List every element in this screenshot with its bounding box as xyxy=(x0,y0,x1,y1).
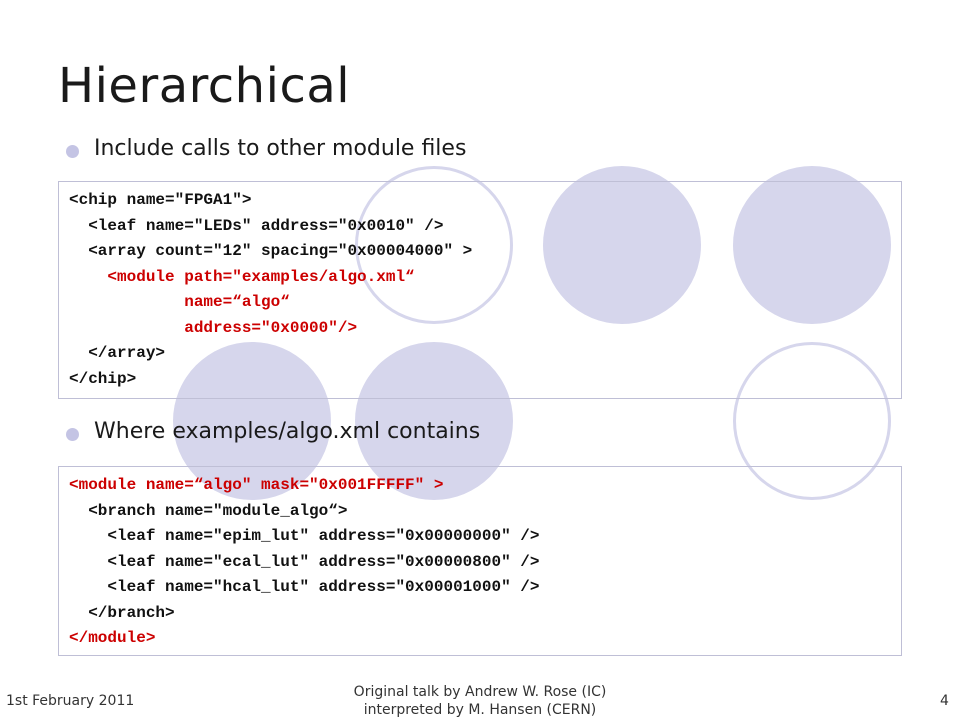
footer-credit-line: Original talk by Andrew W. Rose (IC) xyxy=(353,684,607,700)
code-line-highlighted: name=“algo“ xyxy=(69,293,290,311)
code-block-module: <module name=“algo" mask="0x001FFFFF" > … xyxy=(58,466,902,656)
footer-credit-line: interpreted by M. Hansen (CERN) xyxy=(363,702,597,718)
decorative-circle-filled xyxy=(733,166,891,324)
bullet-text: Where examples/algo.xml contains xyxy=(94,419,481,444)
decorative-circle-filled xyxy=(543,166,701,324)
code-line: <array count="12" spacing="0x00004000" > xyxy=(69,242,473,260)
code-line: <leaf name="epim_lut" address="0x0000000… xyxy=(69,527,540,545)
decorative-circle-filled xyxy=(355,342,513,500)
code-line-highlighted: </module> xyxy=(69,629,156,647)
bullet-text: Include calls to other module files xyxy=(94,136,467,161)
footer-credit: Original talk by Andrew W. Rose (IC) int… xyxy=(280,683,680,719)
code-line: <leaf name="ecal_lut" address="0x0000080… xyxy=(69,552,540,571)
footer-date: 1st February 2011 xyxy=(6,693,135,709)
decorative-circle-outline xyxy=(733,342,891,500)
bullet-icon xyxy=(66,145,79,158)
code-line-highlighted: address="0x0000"/> xyxy=(69,318,358,337)
code-line: </array> xyxy=(69,344,166,362)
decorative-circle-outline xyxy=(355,166,513,324)
decorative-circle-filled xyxy=(173,342,331,500)
code-block-chip: <chip name="FPGA1"> <leaf name="LEDs" ad… xyxy=(58,181,902,399)
code-line-highlighted: <module path="examples/algo.xml“ xyxy=(69,267,415,286)
code-line: <branch name="module_algo“> xyxy=(69,501,348,520)
bullet-icon xyxy=(66,428,79,441)
page-number: 4 xyxy=(940,693,949,709)
code-line-highlighted: <module name=“algo" mask="0x001FFFFF" > xyxy=(69,476,444,494)
code-line: </chip> xyxy=(69,369,137,388)
slide-title: Hierarchical xyxy=(58,58,351,114)
code-line: <chip name="FPGA1"> xyxy=(69,191,252,209)
code-line: </branch> xyxy=(69,603,175,622)
code-line: <leaf name="hcal_lut" address="0x0000100… xyxy=(69,578,540,596)
code-line: <leaf name="LEDs" address="0x0010" /> xyxy=(69,216,444,235)
